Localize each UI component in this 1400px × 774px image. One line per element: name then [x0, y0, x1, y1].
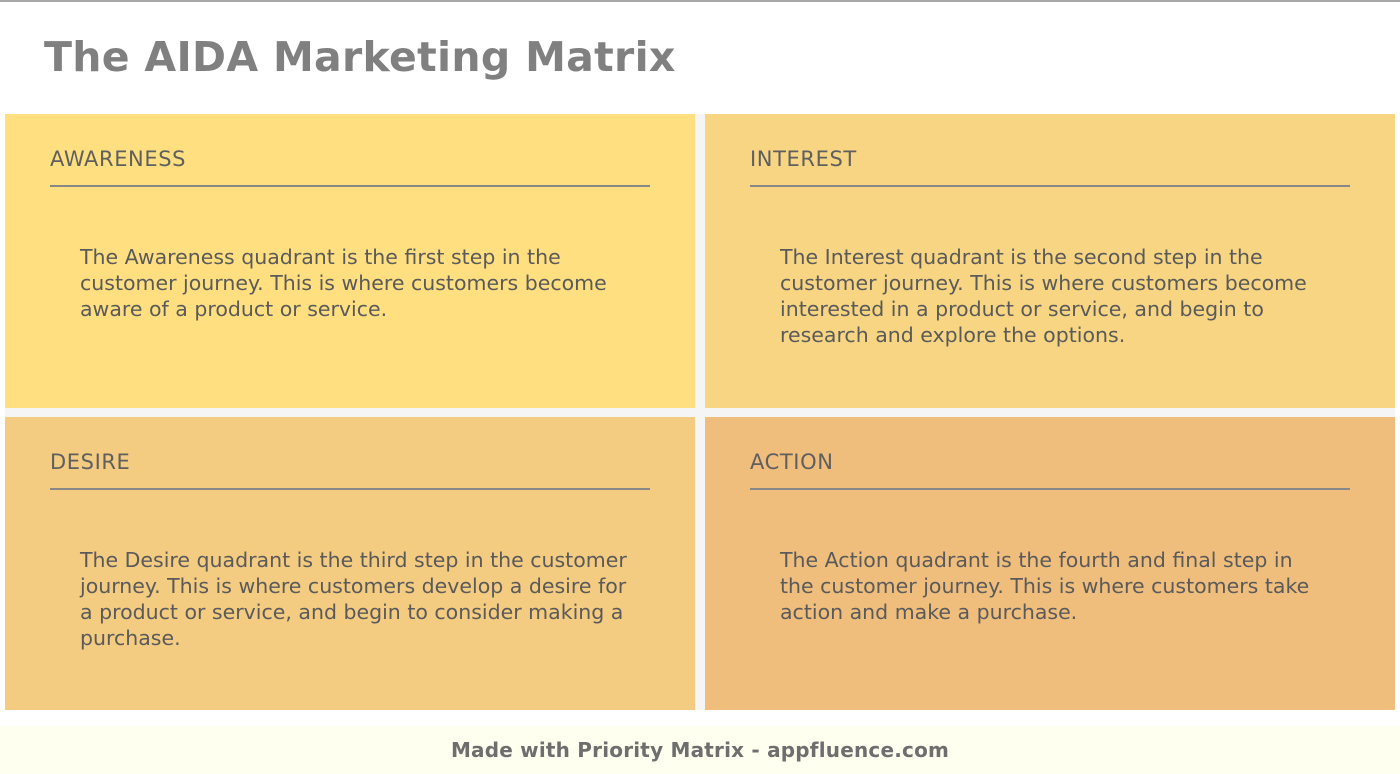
- quadrant-interest-title: INTEREST: [750, 147, 1350, 188]
- footer-spacer: [0, 710, 1400, 726]
- quadrant-action-title: ACTION: [750, 450, 1350, 490]
- quadrant-interest-body: The Interest quadrant is the second step…: [780, 245, 1307, 348]
- quadrant-action-body: The Action quadrant is the fourth and fi…: [780, 547, 1310, 624]
- quadrant-awareness-title: AWARENESS: [50, 147, 650, 188]
- title-bar: The AIDA Marketing Matrix: [0, 2, 1400, 114]
- quadrant-awareness-body: The Awareness quadrant is the first step…: [80, 245, 607, 322]
- footer-attribution: Made with Priority Matrix - appfluence.c…: [450, 738, 950, 762]
- quadrant-desire-body: The Desire quadrant is the third step in…: [80, 547, 627, 650]
- quadrant-awareness[interactable]: AWARENESS The Awareness quadrant is the …: [5, 114, 695, 408]
- quadrant-action[interactable]: ACTION The Action quadrant is the fourth…: [705, 416, 1395, 710]
- footer-bar: Made with Priority Matrix - appfluence.c…: [0, 726, 1400, 774]
- quadrant-interest[interactable]: INTEREST The Interest quadrant is the se…: [705, 114, 1395, 408]
- aida-matrix-grid: AWARENESS The Awareness quadrant is the …: [5, 114, 1395, 710]
- quadrant-desire[interactable]: DESIRE The Desire quadrant is the third …: [5, 416, 695, 710]
- quadrant-desire-title: DESIRE: [50, 450, 650, 490]
- page-title: The AIDA Marketing Matrix: [44, 33, 676, 82]
